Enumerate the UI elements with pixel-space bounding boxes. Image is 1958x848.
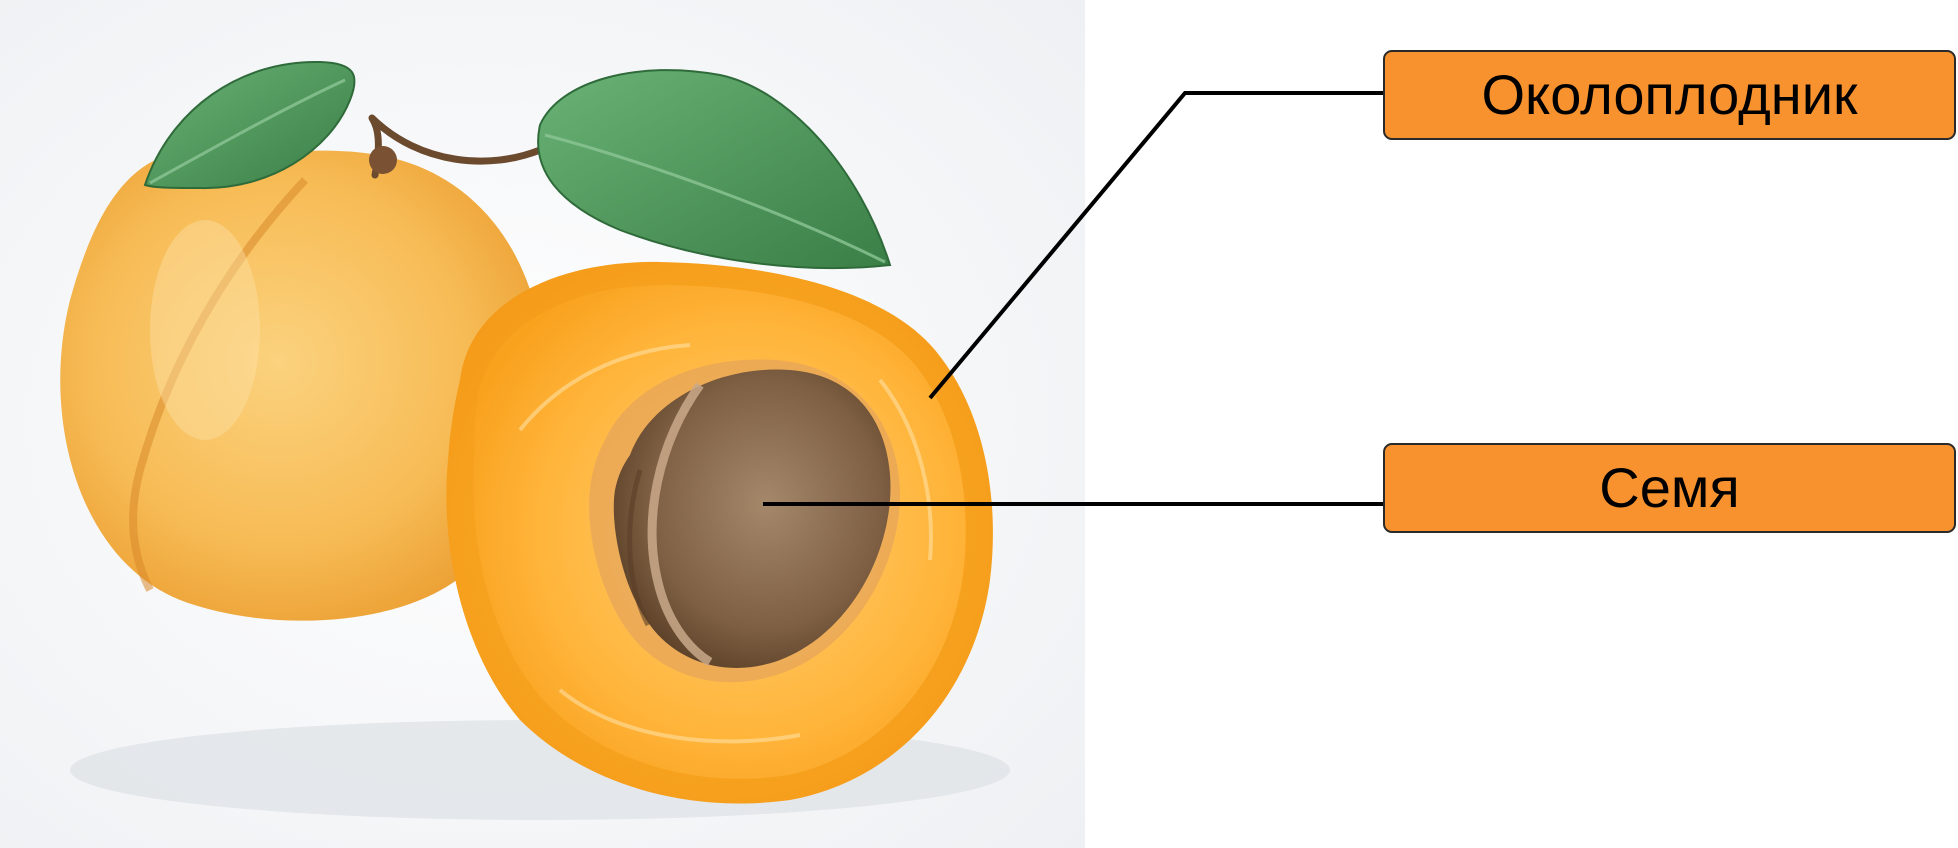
label-seed: Семя <box>1383 443 1956 533</box>
label-pericarp: Околоплодник <box>1383 50 1956 140</box>
apricot-photo <box>0 0 1085 848</box>
leaf-right-icon <box>537 69 892 270</box>
leader-lines <box>763 91 1383 506</box>
seed-pit <box>613 369 891 668</box>
apricot-half <box>446 261 993 804</box>
whole-apricot <box>60 150 546 621</box>
leader-line-pericarp <box>928 91 1383 400</box>
